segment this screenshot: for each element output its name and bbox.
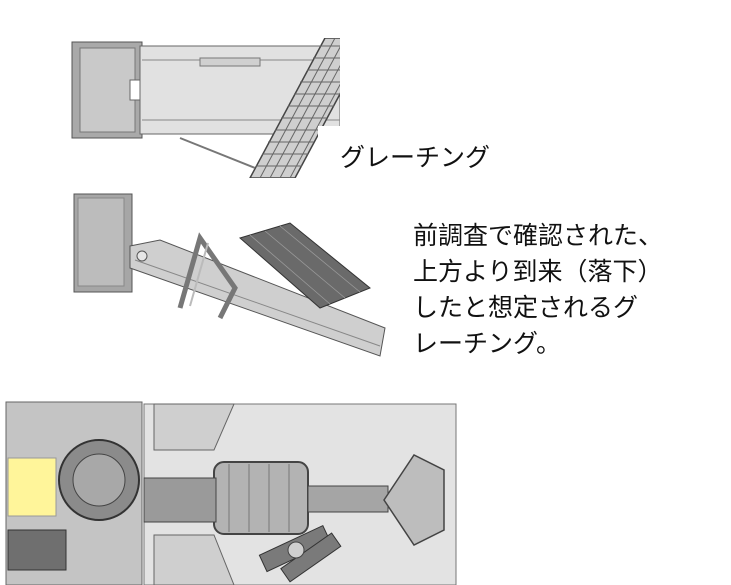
yellow-block xyxy=(7,457,57,517)
top-view-diagram xyxy=(71,38,340,178)
mechanism-diagram xyxy=(5,401,457,585)
side-view-diagram xyxy=(73,193,386,357)
cutter-head xyxy=(383,454,445,546)
motor xyxy=(213,461,309,535)
grating-side xyxy=(238,222,371,309)
grating-bracket xyxy=(177,232,238,320)
grating-shape xyxy=(179,38,340,178)
grating-label: グレーチング xyxy=(318,126,560,190)
cylinder-face xyxy=(79,47,136,133)
shaft xyxy=(307,485,389,513)
inclined-rail xyxy=(129,239,386,357)
description-note: 前調査で確認された、 上方より到来（落下） したと想定されるグ レーチング。 xyxy=(413,221,664,358)
